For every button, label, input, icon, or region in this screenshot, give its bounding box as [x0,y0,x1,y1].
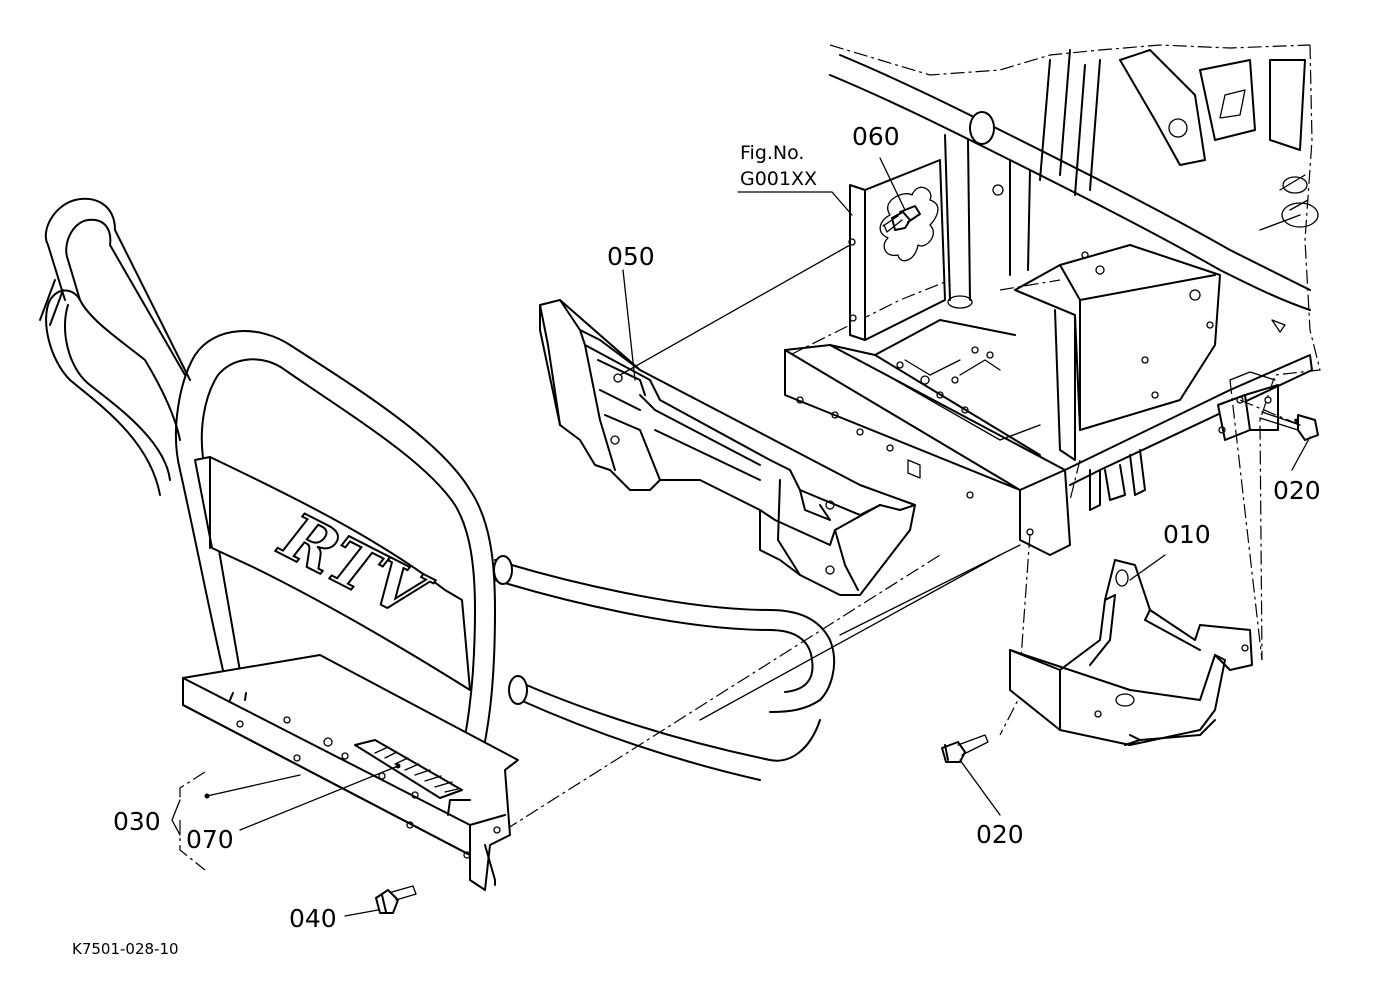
bolt-060 [879,157,921,233]
fig-ref-number: G001XX [740,168,817,190]
bumper-cover-050 [539,244,916,596]
callout-050: 050 [607,242,655,271]
figure-reference: Fig.No. G001XX [737,142,853,216]
bolt-020-bottom [941,734,1001,816]
callout-030: 030 [113,807,161,836]
callout-070: 070 [186,825,234,854]
fig-ref-label: Fig.No. [740,142,804,164]
group-bracket-030 [171,763,401,871]
drawing-code: K7501-028-10 [72,940,179,958]
callout-060: 060 [852,122,900,151]
callout-040: 040 [289,904,337,933]
bolt-020-right [1259,411,1319,471]
callout-020-bottom: 020 [976,820,1024,849]
callout-010: 010 [1163,520,1211,549]
bolt-040 [344,885,417,917]
guard-bracket-010 [1009,554,1253,746]
vehicle-frame [784,44,1321,736]
callouts: 060 050 010 020 020 030 070 040 [113,122,1321,933]
callout-020-right: 020 [1273,476,1321,505]
